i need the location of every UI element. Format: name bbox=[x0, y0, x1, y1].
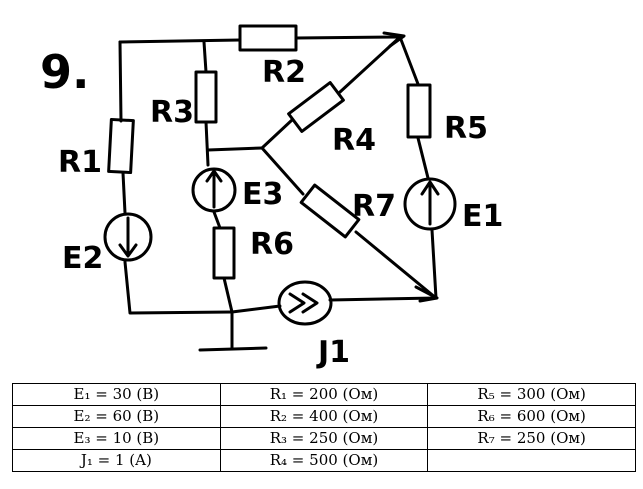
wire-right-top bbox=[398, 35, 420, 86]
source-e2 bbox=[103, 212, 153, 262]
e1-arrow bbox=[420, 180, 440, 226]
r5-label: R5 bbox=[444, 111, 488, 146]
node-arrow-bottom bbox=[414, 285, 439, 303]
j1-arrows bbox=[288, 292, 319, 314]
e3-arrow bbox=[205, 169, 223, 209]
resistor-r7 bbox=[299, 183, 361, 239]
wire-e3-r6 bbox=[212, 210, 222, 230]
wire-e2-bottom bbox=[123, 260, 234, 315]
wire-r3-e3 bbox=[204, 120, 210, 167]
r3-label: R3 bbox=[150, 95, 194, 130]
e1-label: E1 bbox=[462, 199, 503, 234]
table-cell: J₁ = 1 (A) bbox=[12, 449, 221, 472]
wire-r7-bottom bbox=[354, 230, 438, 300]
ground-symbol bbox=[198, 346, 268, 352]
wire-y-center-r4 bbox=[260, 118, 294, 150]
source-j1 bbox=[277, 280, 333, 326]
e2-arrow bbox=[118, 216, 138, 258]
wire-top-right bbox=[294, 35, 402, 40]
e2-label: E2 bbox=[62, 241, 103, 276]
table-cell: R₄ = 500 (Ом) bbox=[219, 449, 429, 472]
table-row: E₂ = 60 (В) R₂ = 400 (Ом) R₆ = 600 (Ом) bbox=[12, 405, 636, 428]
wire-y-center-r7 bbox=[260, 146, 305, 196]
r7-label: R7 bbox=[352, 189, 396, 224]
r2-label: R2 bbox=[262, 55, 306, 90]
wire-e1-bottom bbox=[430, 228, 438, 300]
r1-label: R1 bbox=[58, 145, 102, 180]
wire-bottom-j1 bbox=[230, 304, 282, 314]
wire-r5-e1 bbox=[416, 136, 430, 180]
wire-left-branch bbox=[118, 40, 123, 123]
table-cell: R₇ = 250 (Ом) bbox=[427, 427, 636, 450]
table-cell: E₂ = 60 (В) bbox=[12, 405, 221, 428]
wire-r3-top bbox=[202, 40, 208, 74]
j1-label: J1 bbox=[316, 335, 350, 370]
table-row: E₃ = 10 (В) R₃ = 250 (Ом) R₇ = 250 (Ом) bbox=[12, 427, 636, 450]
e3-label: E3 bbox=[242, 177, 283, 212]
wire-r6-bottom bbox=[222, 276, 234, 314]
wire-j1-right bbox=[328, 296, 438, 302]
resistor-r6 bbox=[212, 226, 236, 280]
wire-left-top bbox=[118, 38, 242, 44]
table-cell: E₁ = 30 (В) bbox=[12, 383, 221, 406]
table-cell: R₂ = 400 (Ом) bbox=[219, 405, 429, 428]
source-e3 bbox=[191, 167, 237, 213]
resistor-r2 bbox=[238, 24, 298, 52]
table-cell bbox=[427, 449, 636, 472]
r4-label: R4 bbox=[332, 123, 376, 158]
table-cell: R₆ = 600 (Ом) bbox=[427, 405, 636, 428]
parameters-table: E₁ = 30 (В) R₁ = 200 (Ом) R₅ = 300 (Ом) … bbox=[12, 383, 636, 472]
source-e1 bbox=[403, 177, 457, 231]
table-cell: R₅ = 300 (Ом) bbox=[427, 383, 636, 406]
resistor-r5 bbox=[406, 83, 432, 139]
problem-number-label: 9. bbox=[40, 45, 89, 99]
resistor-r4 bbox=[287, 81, 345, 133]
table-cell: R₁ = 200 (Ом) bbox=[219, 383, 429, 406]
circuit-diagram: 9. R1 R2 R3 R4 R5 R6 R7 E1 E2 E3 J1 bbox=[40, 24, 503, 370]
node-arrow-top bbox=[382, 31, 406, 48]
r6-label: R6 bbox=[250, 227, 294, 262]
resistor-r1 bbox=[107, 117, 135, 175]
table-row: J₁ = 1 (A) R₄ = 500 (Ом) bbox=[12, 449, 636, 472]
table-cell: E₃ = 10 (В) bbox=[12, 427, 221, 450]
table-row: E₁ = 30 (В) R₁ = 200 (Ом) R₅ = 300 (Ом) bbox=[12, 383, 636, 406]
resistor-r3 bbox=[194, 70, 218, 124]
wire-r1-e2 bbox=[121, 171, 127, 215]
wire-junction-left bbox=[206, 146, 264, 152]
table-cell: R₃ = 250 (Ом) bbox=[219, 427, 429, 450]
